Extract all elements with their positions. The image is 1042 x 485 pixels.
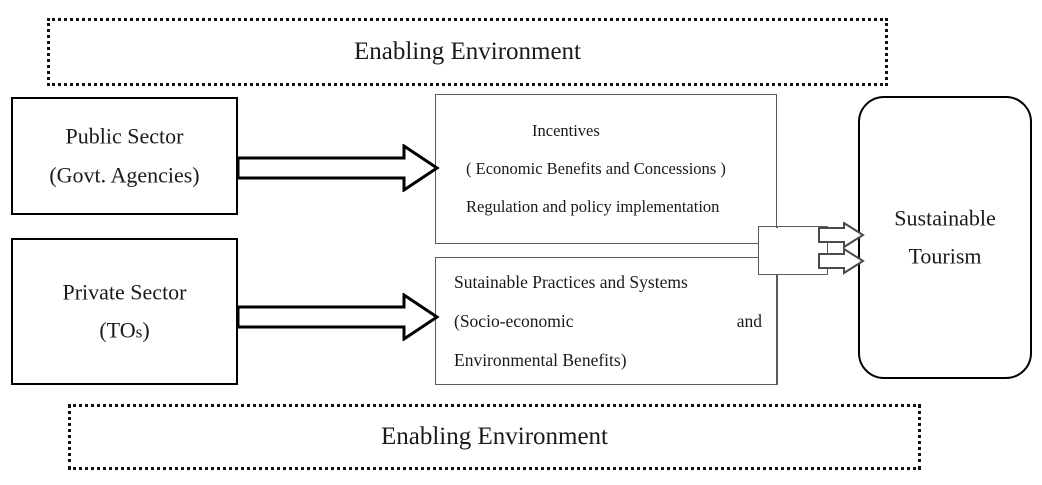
sustainable-tourism-box: Sustainable Tourism <box>858 96 1032 379</box>
sustainable-practices-text: Sutainable Practices and Systems (Socio-… <box>454 258 762 384</box>
incentives-box: Incentives ( Economic Benefits and Conce… <box>435 94 777 244</box>
arrow-junction-to-outcome-upper <box>818 222 866 250</box>
private-sector-line-2-suffix: ) <box>142 317 150 343</box>
practices-line-3: Environmental Benefits) <box>454 349 627 370</box>
sustainable-practices-box: Sutainable Practices and Systems (Socio-… <box>435 257 777 385</box>
junction-box <box>758 226 828 275</box>
private-sector-box: Private Sector (TOs) <box>11 238 238 385</box>
junction-connector-upper <box>776 226 778 228</box>
enabling-environment-top-banner: Enabling Environment <box>47 18 888 86</box>
practices-line-2: (Socio-economic and <box>454 311 762 332</box>
public-sector-line-1: Public Sector <box>65 123 184 149</box>
public-sector-box: Public Sector (Govt. Agencies) <box>11 97 238 215</box>
enabling-environment-top-label: Enabling Environment <box>353 38 582 66</box>
enabling-environment-bottom-label: Enabling Environment <box>380 423 609 451</box>
practices-line-2-left: (Socio-economic <box>454 310 574 331</box>
private-sector-line-2-subscript: s <box>135 322 143 342</box>
outcome-line-1: Sustainable <box>894 205 996 230</box>
public-sector-line-2: (Govt. Agencies) <box>49 162 200 187</box>
private-sector-line-1: Private Sector <box>62 279 187 304</box>
private-sector-text: Private Sector (TOs) <box>13 273 236 350</box>
private-sector-line-2-prefix: (TO <box>99 317 136 343</box>
arrow-private-sector-to-practices <box>236 293 440 341</box>
public-sector-text: Public Sector (Govt. Agencies) <box>13 118 236 195</box>
arrow-junction-to-outcome-lower <box>818 248 866 276</box>
incentives-line-2: ( Economic Benefits and Concessions ) <box>466 159 726 178</box>
practices-line-1: Sutainable Practices and Systems <box>454 271 688 292</box>
junction-connector-lower <box>776 275 778 385</box>
arrow-public-sector-to-incentives <box>236 144 440 192</box>
practices-line-2-right: and <box>736 310 762 331</box>
sustainable-tourism-text: Sustainable Tourism <box>860 199 1030 276</box>
incentives-text: Incentives ( Economic Benefits and Conce… <box>454 95 762 243</box>
outcome-line-2: Tourism <box>908 243 982 269</box>
enabling-environment-bottom-banner: Enabling Environment <box>68 404 921 470</box>
incentives-line-1: Incentives <box>532 121 600 140</box>
incentives-line-3: Regulation and policy implementation <box>466 197 720 216</box>
private-sector-line-2: (TOs) <box>13 312 236 351</box>
